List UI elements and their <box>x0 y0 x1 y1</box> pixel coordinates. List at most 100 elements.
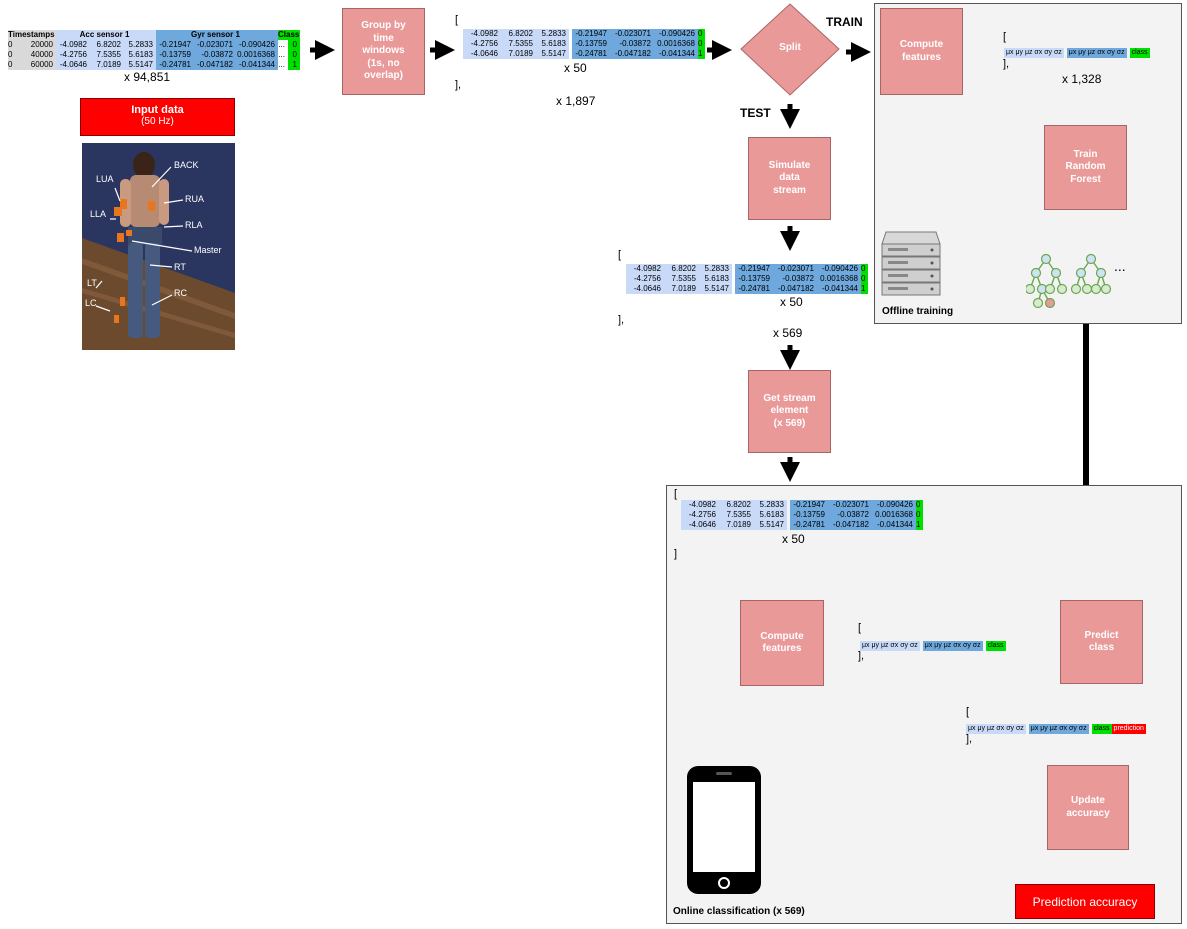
acc-cell: 7.5355 <box>664 274 699 284</box>
feature-close-bracket: ], <box>1003 58 1010 70</box>
input-data-rate: (50 Hz) <box>141 116 174 127</box>
header-timestamps: Timestamps <box>8 30 56 40</box>
test-close-bracket: ], <box>618 314 625 326</box>
group-by-time-windows-box: Group by time windows (1s, no overlap) <box>342 8 425 95</box>
server-icon <box>880 230 942 298</box>
gyr-cell: 0.0016368 <box>654 39 698 49</box>
compute-features-train-box: Compute features <box>880 8 963 95</box>
acc-cell: 7.0189 <box>90 60 124 70</box>
class-cell: 0 <box>698 39 705 49</box>
class-cell: 0 <box>288 40 300 50</box>
gyr-cell: -0.24781 <box>156 60 194 70</box>
simulate-data-stream-box: Simulate data stream <box>748 137 831 220</box>
class-feature: class <box>985 641 1006 651</box>
acc-cell: -4.0982 <box>626 264 664 274</box>
gyr-features: μx μy μz σx σy σz <box>1066 48 1127 58</box>
prediction-accuracy-output: Prediction accuracy <box>1015 884 1155 919</box>
label-master: Master <box>194 245 222 255</box>
train-label: TRAIN <box>826 15 863 29</box>
acc-cell: 5.6183 <box>754 510 787 520</box>
header-acc-sensor: Acc sensor 1 <box>56 30 156 40</box>
acc-cell: 6.8202 <box>664 264 699 274</box>
predict-class-box: Predict class <box>1060 600 1143 684</box>
smartphone-icon <box>685 765 763 895</box>
acc-features: μx μy μz σx σy σz <box>1004 48 1064 58</box>
prediction-feature: prediction <box>1111 724 1146 734</box>
windows-total-multiplier: x 1,897 <box>556 94 596 108</box>
acc-cell: -4.2756 <box>626 274 664 284</box>
window-open-bracket: [ <box>455 14 459 26</box>
table-header-row: Timestamps Acc sensor 1 Gyr sensor 1 Cla… <box>8 30 304 40</box>
label-rc: RC <box>174 288 187 298</box>
gyr-cell: -0.03872 <box>828 510 872 520</box>
label-back: BACK <box>174 160 199 170</box>
window-close-bracket: ], <box>455 79 462 91</box>
gyr-cell: -0.090426 <box>654 29 698 39</box>
gyr-cell: -0.023071 <box>610 29 654 39</box>
gyr-cell: -0.047182 <box>773 284 817 294</box>
timestamp-cell: 60000 <box>18 60 56 70</box>
acc-cell: 5.6183 <box>699 274 732 284</box>
gyr-features: μx μy μz σx σy σz <box>922 641 983 651</box>
acc-cell: 5.5147 <box>124 60 156 70</box>
gyr-cell: -0.24781 <box>790 520 828 530</box>
gyr-cell: -0.023071 <box>828 500 872 510</box>
gyr-cell: -0.21947 <box>572 29 610 39</box>
gyr-cell: -0.13759 <box>735 274 773 284</box>
gyr-cell: -0.21947 <box>156 40 194 50</box>
acc-cell: 6.8202 <box>719 500 754 510</box>
label-rt: RT <box>174 262 186 272</box>
train-random-forest-box: Train Random Forest <box>1044 125 1127 210</box>
test-count-multiplier: x 569 <box>773 326 803 340</box>
input-data-table: Timestamps Acc sensor 1 Gyr sensor 1 Cla… <box>8 30 304 70</box>
prediction-open-bracket: [ <box>966 706 970 718</box>
table-row: 0 20000 -4.0982 6.8202 5.2833 -0.21947 -… <box>8 40 304 50</box>
input-data-title: Input data <box>131 104 184 116</box>
test-label: TEST <box>740 106 771 120</box>
acc-cell: 5.2833 <box>754 500 787 510</box>
offline-training-label: Offline training <box>882 306 954 317</box>
gyr-cell: -0.041344 <box>236 60 278 70</box>
header-class: Class <box>278 30 300 40</box>
label-rla: RLA <box>185 220 203 230</box>
acc-cell: -4.0646 <box>681 520 719 530</box>
online-close-bracket: ] <box>674 548 678 560</box>
label-lla: LLA <box>90 209 107 219</box>
online-classification-label: Online classification (x 569) <box>673 906 805 917</box>
test-open-bracket: [ <box>618 249 622 261</box>
gyr-cell: -0.03872 <box>773 274 817 284</box>
class-cell: 1 <box>916 520 923 530</box>
train-count-multiplier: x 1,328 <box>1062 72 1102 86</box>
diamond-shape <box>740 3 840 96</box>
gyr-cell: -0.03872 <box>194 50 236 60</box>
acc-cell: 5.5147 <box>536 49 569 59</box>
acc-cell: 5.6183 <box>536 39 569 49</box>
online-open-bracket: [ <box>674 488 678 500</box>
acc-cell: -4.0982 <box>56 40 90 50</box>
row-index: 0 <box>8 40 18 50</box>
gyr-cell: 0.0016368 <box>817 274 861 284</box>
acc-cell: -4.2756 <box>56 50 90 60</box>
online-feature-open-bracket: [ <box>858 622 862 634</box>
ellipsis-cell: ... <box>278 40 285 49</box>
ellipsis-cell: ... <box>278 60 285 69</box>
table-row: 0 40000 -4.2756 7.5355 5.6183 -0.13759 -… <box>8 50 304 60</box>
input-multiplier: x 94,851 <box>124 70 171 84</box>
gyr-cell: -0.090426 <box>817 264 861 274</box>
acc-features: μx μy μz σx σy σz <box>860 641 920 651</box>
acc-cell: 7.0189 <box>719 520 754 530</box>
class-feature: class <box>1129 48 1150 58</box>
gyr-cell: -0.21947 <box>790 500 828 510</box>
gyr-cell: -0.047182 <box>194 60 236 70</box>
acc-cell: 5.2833 <box>699 264 732 274</box>
gyr-cell: -0.24781 <box>735 284 773 294</box>
acc-cell: 6.8202 <box>90 40 124 50</box>
test-window-multiplier: x 50 <box>780 295 803 309</box>
acc-cell: 7.0189 <box>664 284 699 294</box>
